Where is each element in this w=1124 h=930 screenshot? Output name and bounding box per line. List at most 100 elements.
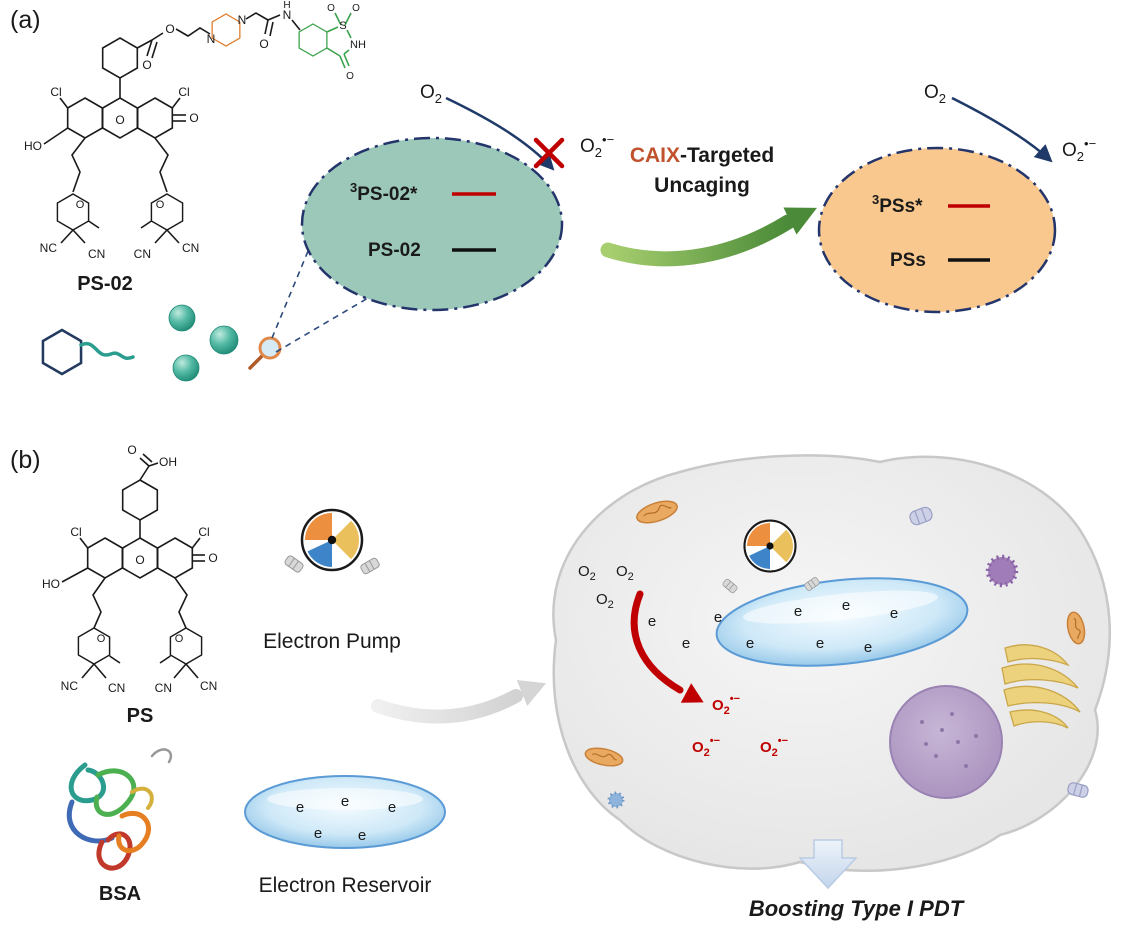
electron-label: e [314, 825, 322, 842]
electron-label: e [296, 799, 304, 816]
electron-label: e [358, 827, 366, 844]
superoxide-sup: •− [1084, 136, 1096, 151]
bsa-label: BSA [99, 883, 141, 905]
atom-oh: OH [159, 455, 177, 469]
nanoparticle-assembly [41, 161, 369, 382]
atom-s: S [339, 20, 346, 32]
cell-superoxide-label: O2•− [692, 735, 720, 759]
superoxide-label-right: O2•− [1062, 136, 1096, 164]
piperazine-ring [211, 13, 241, 47]
electron-reservoir-label: Electron Reservoir [259, 874, 432, 897]
superoxide-sub: 2 [1077, 149, 1084, 164]
caix-accent-text: CAIX [630, 144, 680, 167]
o2-sub: 2 [608, 599, 614, 611]
electron-label: e [341, 793, 349, 810]
cell-electron-reservoir [715, 577, 969, 667]
atom-nh: NH [350, 39, 366, 51]
bsa-ribbon-blue [66, 799, 115, 844]
atom-cn-left: CN [88, 247, 105, 261]
o2-sub: 2 [628, 571, 634, 583]
cell-electron-pump-icon [743, 519, 797, 573]
cell-superoxide-label: O2•− [712, 693, 740, 717]
mitochondrion [584, 747, 624, 767]
o2-sub: 2 [435, 91, 442, 106]
reservoir-lens [244, 775, 446, 849]
nanoparticle-sphere [209, 325, 239, 355]
caged-ground-label: PS-02 [368, 240, 421, 261]
superoxide-sub: 2 [704, 747, 710, 759]
active-superoxide-reaction: O2 O2•− [924, 82, 1096, 164]
caged-excited-sup: 3 [350, 180, 357, 195]
proteasome-barrel [909, 506, 933, 526]
pump-plug-icon [359, 556, 381, 576]
caged-excited-main: PS-02* [357, 184, 418, 205]
blocked-superoxide-reaction: O2 O2•− [420, 82, 614, 171]
electron-label: e [746, 635, 754, 652]
cell-superoxide-label: O2•− [760, 735, 788, 759]
atom-cl-left: Cl [50, 85, 61, 99]
superoxide-base: O [760, 739, 772, 756]
gray-arrow-body [371, 689, 523, 724]
atom-cl-right: Cl [178, 85, 189, 99]
atom-o-s-a: O [327, 3, 335, 14]
green-arrow-body [600, 214, 796, 267]
targeted-text: -Targeted [680, 144, 774, 167]
reservoir-highlight [267, 788, 423, 810]
atom-ho: HO [24, 139, 42, 153]
superoxide-base: O [1062, 140, 1077, 161]
electron-pump-icon [300, 508, 364, 572]
polymer-tail-icon [79, 341, 135, 360]
atom-o-center: O [135, 553, 144, 567]
transition-title-line2: Uncaging [654, 174, 750, 197]
atom-ho: HO [42, 577, 60, 591]
electron-transfer-arrow-head [680, 683, 704, 703]
electron-label: e [388, 799, 396, 816]
atom-o-pyran-left: O [76, 199, 85, 211]
golgi-apparatus [1001, 644, 1081, 729]
atom-o-keto: O [208, 551, 217, 565]
atom-cn-left: CN [108, 681, 125, 695]
bsa-tail [150, 748, 172, 764]
superoxide-base: O [712, 697, 724, 714]
superoxide-base: O [692, 739, 704, 756]
oxygen-label-left: O2 [420, 82, 442, 106]
atom-nc-left: NC [40, 241, 58, 255]
atom-o-acid: O [127, 443, 136, 457]
assembly-arrow [371, 680, 547, 724]
hexagon-host-icon [41, 328, 83, 376]
bsa-ribbon-yellow [130, 786, 154, 810]
uncaged-state-diagram: 3PSs* PSs [817, 146, 1057, 314]
atom-cn-right-a: CN [134, 247, 151, 261]
small-vesicle [607, 791, 625, 809]
superoxide-sup: •− [730, 693, 740, 705]
atom-cn-right-b: CN [200, 679, 217, 693]
superoxide-sup: •− [778, 735, 788, 747]
superoxide-base: O [580, 136, 595, 157]
nanoparticle-sphere [168, 304, 196, 332]
electron-label: e [816, 635, 824, 652]
superoxide-sub: 2 [595, 145, 602, 160]
cell-reservoir-highlight [742, 590, 938, 624]
nucleus [889, 685, 1003, 799]
atom-o-keto: O [189, 111, 198, 125]
superoxide-sup: •− [602, 132, 614, 147]
saccharin-group [298, 12, 352, 69]
ps-molecule-label: PS [127, 705, 154, 727]
uncaged-ellipse [817, 146, 1057, 314]
atom-o-center: O [115, 113, 124, 127]
nanoparticle-sphere [172, 354, 200, 382]
superoxide-sub: 2 [772, 747, 778, 759]
ps-structure: O OH Cl Cl HO O O O O NC CN CN CN PS [42, 443, 218, 727]
uncaged-excited-sup: 3 [872, 192, 879, 207]
bsa-ribbon-green [93, 768, 137, 817]
cell-oxygen-label: O2 [578, 563, 596, 583]
green-arrow-head [783, 207, 817, 235]
magnifier-icon [258, 336, 282, 360]
ps02-structure: Cl Cl HO O O O O NC CN CN CN O O N N [24, 0, 366, 295]
o2-base: O [596, 591, 608, 608]
atom-o-amide: O [259, 37, 268, 51]
electron-label: e [794, 603, 802, 620]
o2-sub: 2 [939, 91, 946, 106]
bsa-protein: BSA [66, 748, 172, 905]
